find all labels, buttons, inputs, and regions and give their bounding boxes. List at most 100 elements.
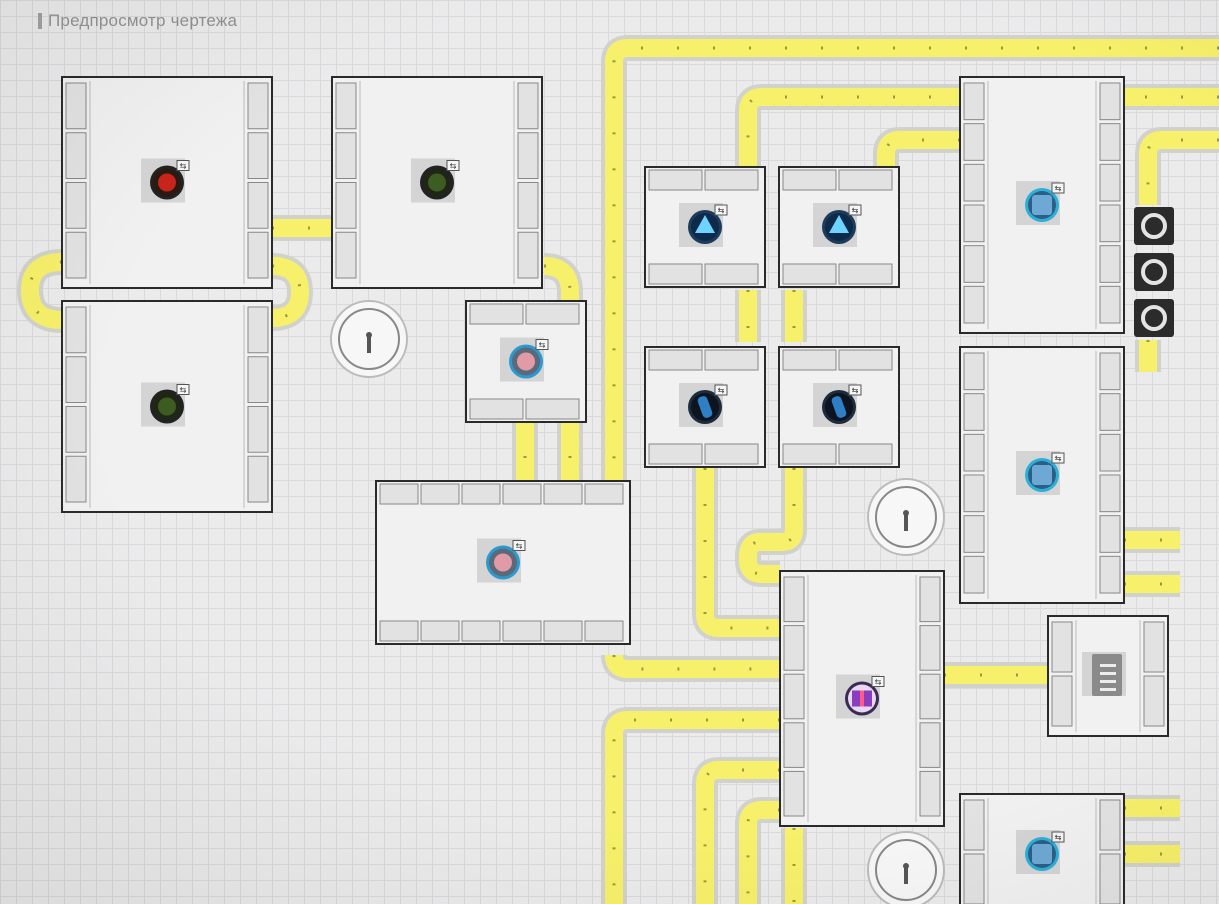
conveyor-belt[interactable] — [696, 468, 780, 637]
output-port — [584, 620, 624, 642]
output-port — [517, 132, 539, 179]
machine-processor-1[interactable]: ⇆ — [465, 300, 587, 423]
input-port — [335, 231, 357, 279]
output-port — [1143, 675, 1165, 727]
output-port — [1099, 555, 1121, 594]
swap-badge-icon — [871, 676, 885, 687]
machine-shaper-2[interactable]: ⇆ — [778, 346, 900, 468]
splitter-icon[interactable] — [1134, 299, 1174, 337]
output-port — [919, 722, 941, 768]
swap-glyph: ⇆ — [1055, 833, 1062, 842]
conveyor-belt[interactable] — [605, 654, 780, 678]
crystal-shape — [695, 215, 715, 233]
machine-refiner-3[interactable]: ⇆ — [331, 76, 543, 289]
swap-glyph: ⇆ — [852, 206, 859, 215]
relay-mast — [904, 515, 908, 531]
machine-storage-1[interactable] — [1047, 615, 1169, 737]
machine-refiner-1[interactable]: ⇆ — [61, 76, 273, 289]
conveyor-belt[interactable] — [739, 801, 780, 904]
swap-badge-icon — [848, 384, 862, 396]
storage-slot — [1100, 688, 1116, 691]
input-port — [335, 182, 357, 229]
bridge-body — [1134, 299, 1174, 337]
belt-direction-marks — [703, 768, 780, 904]
input-port — [65, 356, 87, 403]
swap-badge-icon — [176, 160, 190, 171]
conveyor-belt[interactable] — [605, 711, 780, 904]
conveyor-belt-edge — [1135, 127, 1219, 205]
output-port — [1099, 433, 1121, 472]
swap-glyph: ⇆ — [1055, 454, 1062, 463]
output-port — [919, 673, 941, 720]
input-port — [838, 169, 893, 191]
input-port — [963, 433, 985, 472]
relay-tower-icon[interactable] — [330, 300, 408, 378]
merger-icon[interactable] — [1134, 207, 1174, 245]
input-port — [543, 483, 583, 505]
swap-glyph: ⇆ — [852, 386, 859, 395]
conveyor-belt[interactable] — [877, 131, 960, 168]
input-port — [648, 169, 703, 191]
swap-glyph: ⇆ — [180, 386, 187, 395]
swap-glyph: ⇆ — [718, 386, 725, 395]
output-port — [1099, 474, 1121, 513]
machine-grinder-3[interactable]: ⇆ — [959, 793, 1125, 904]
machine-mixer-1[interactable]: ⇆ — [375, 480, 631, 645]
machine-shaper-1[interactable]: ⇆ — [644, 346, 766, 468]
machine-packer-1[interactable]: ⇆ — [779, 570, 945, 827]
input-port — [1051, 675, 1073, 727]
output-port — [1099, 163, 1121, 202]
machines-layer: ⇆ ⇆ ⇆ ⇆ ⇆ ⇆ ⇆ ⇆ ⇆ ⇆ ⇆ ⇆ ⇆ — [61, 76, 1169, 904]
bridge-body — [1134, 253, 1174, 291]
input-port — [704, 349, 759, 371]
crystal-cylinder-icon: ⇆ — [813, 383, 862, 427]
swap-badge-icon — [714, 384, 728, 396]
output-port — [379, 620, 419, 642]
input-port — [783, 722, 805, 768]
output-port — [517, 82, 539, 130]
output-port — [517, 182, 539, 229]
conveyor-belt[interactable] — [543, 257, 579, 300]
swap-glyph: ⇆ — [1055, 184, 1062, 193]
blue-cube-icon: ⇆ — [1016, 451, 1065, 495]
swap-badge-icon — [512, 540, 526, 551]
cube-shape — [1032, 195, 1052, 215]
item-core — [158, 173, 176, 192]
relay-tower-icon[interactable] — [867, 478, 945, 556]
conveyor-belt[interactable] — [739, 468, 803, 583]
belt-direction-marks — [612, 46, 1219, 480]
relay-tower-icon[interactable] — [867, 831, 945, 904]
input-port — [963, 163, 985, 202]
conveyor-belt[interactable] — [20, 253, 63, 329]
machine-crusher-1[interactable]: ⇆ — [644, 166, 766, 288]
swap-glyph: ⇆ — [180, 162, 187, 171]
machine-grinder-1[interactable]: ⇆ — [959, 76, 1125, 334]
meat-icon: ⇆ — [500, 337, 549, 382]
crystal-icon: ⇆ — [679, 203, 728, 247]
relay-beacon — [903, 863, 909, 869]
input-port — [335, 132, 357, 179]
green-plant-icon: ⇆ — [411, 158, 460, 203]
output-port — [1099, 285, 1121, 324]
bridge-symbol — [1141, 305, 1167, 331]
output-port — [247, 182, 269, 229]
cylinder-shape — [831, 396, 847, 418]
input-port — [963, 352, 985, 391]
page-title: Предпросмотр чертежа — [48, 11, 238, 30]
input-port — [65, 231, 87, 279]
input-port — [782, 349, 837, 371]
output-port — [1099, 799, 1121, 851]
machine-refiner-2[interactable]: ⇆ — [61, 300, 273, 513]
conveyor-belt[interactable] — [1139, 131, 1219, 205]
bridge-symbol — [1141, 213, 1167, 239]
input-port — [584, 483, 624, 505]
splitter-icon[interactable] — [1134, 253, 1174, 291]
input-port — [963, 393, 985, 431]
machine-grinder-2[interactable]: ⇆ — [959, 346, 1125, 604]
conveyor-belt[interactable] — [271, 257, 310, 327]
machine-crusher-2[interactable]: ⇆ — [778, 166, 900, 288]
output-port — [469, 398, 524, 420]
bridge-body — [1134, 207, 1174, 245]
output-port — [1099, 352, 1121, 391]
